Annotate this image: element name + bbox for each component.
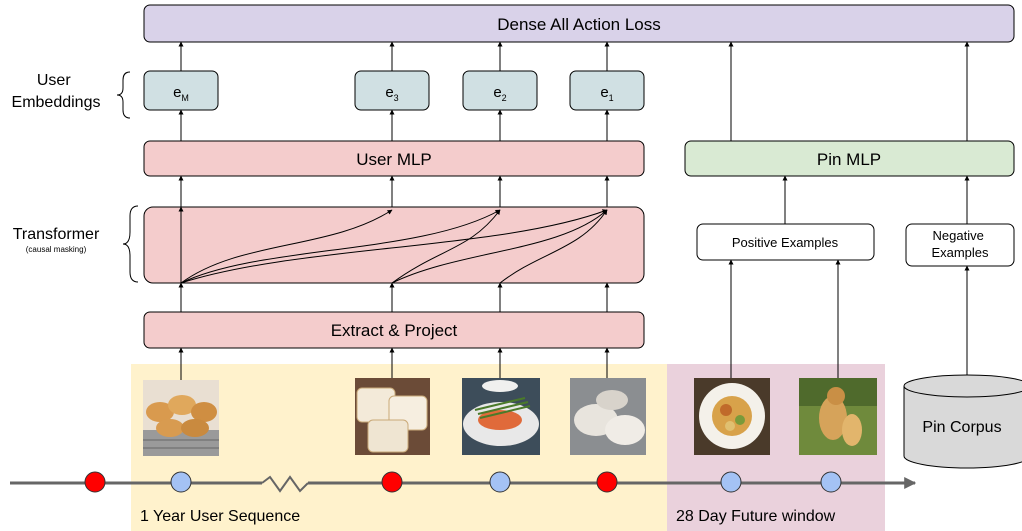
embeddings-brace — [116, 71, 131, 119]
embedding-m: eM — [143, 70, 219, 111]
negative-examples-label: Negative Examples — [931, 228, 989, 260]
attention-curves — [180, 209, 608, 284]
transformer-label: Transformer — [13, 226, 100, 243]
svg-text:e1: e1 — [600, 84, 613, 103]
bread-rolls-image — [143, 380, 219, 456]
event-dot — [820, 471, 842, 493]
event-dot — [596, 471, 618, 493]
pasta-dish-image — [694, 378, 770, 455]
pin-mlp-label: Pin MLP — [817, 150, 881, 169]
embedding-1: e1 — [569, 70, 645, 111]
pin-corpus-label: Pin Corpus — [922, 419, 1001, 436]
user-embeddings-label: User Embeddings — [12, 72, 101, 111]
embedding-m-sub: M — [181, 93, 189, 103]
event-dot — [170, 471, 192, 493]
flow-arrows — [178, 41, 970, 380]
timeline-events — [84, 471, 842, 493]
svg-text:eM: eM — [173, 84, 189, 103]
embedding-1-base: e — [600, 84, 608, 101]
loss-box — [143, 4, 1015, 43]
salmon-dish-image — [462, 378, 540, 455]
event-dot — [720, 471, 742, 493]
sliced-bread-image — [355, 378, 430, 455]
embedding-2: e2 — [462, 70, 538, 111]
future-region-label: 28 Day Future window — [676, 508, 836, 525]
event-dot — [381, 471, 403, 493]
embedding-3: e3 — [354, 70, 430, 111]
negative-line-1: Negative — [933, 228, 984, 243]
embedding-1-sub: 1 — [609, 93, 614, 103]
positive-examples-label: Positive Examples — [732, 235, 839, 250]
embedding-2-base: e — [493, 84, 501, 101]
golden-retriever-image — [799, 378, 877, 455]
negative-line-2: Examples — [931, 245, 989, 260]
user-mlp-label: User MLP — [356, 150, 432, 169]
transformer-box — [143, 206, 645, 284]
embedding-m-base: e — [173, 84, 181, 101]
history-region-label: 1 Year User Sequence — [140, 508, 300, 525]
pin-corpus-cylinder — [903, 374, 1022, 469]
embedding-2-sub: 2 — [502, 93, 507, 103]
pin-mlp-box — [684, 140, 1015, 177]
event-dot — [489, 471, 511, 493]
time-gap-break — [261, 475, 309, 493]
embedding-3-base: e — [385, 84, 393, 101]
svg-text:e3: e3 — [385, 84, 398, 103]
svg-text:e2: e2 — [493, 84, 506, 103]
transformer-note: (causal masking) — [26, 245, 87, 254]
user-embeddings-line-1: User — [37, 72, 71, 89]
embedding-3-sub: 3 — [394, 93, 399, 103]
sleeping-dogs-image — [570, 378, 646, 455]
loss-label: Dense All Action Loss — [497, 15, 660, 34]
event-dot — [84, 471, 106, 493]
extract-project-label: Extract & Project — [331, 321, 458, 340]
transformer-brace — [122, 205, 139, 283]
negative-examples-box — [905, 223, 1015, 267]
user-embeddings-line-2: Embeddings — [12, 94, 101, 111]
